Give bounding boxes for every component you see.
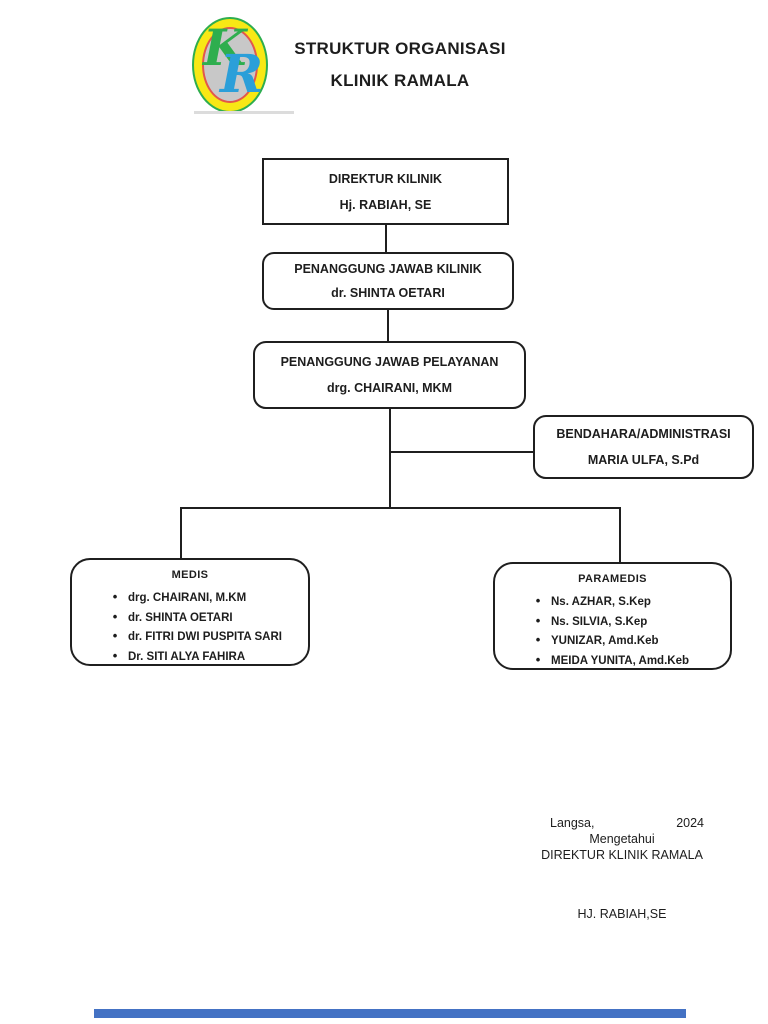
medis-member-list: drg. CHAIRANI, M.KM dr. SHINTA OETARI dr… <box>72 588 308 666</box>
list-item: dr. FITRI DWI PUSPITA SARI <box>102 627 308 647</box>
node-name: MARIA ULFA, S.Pd <box>587 453 700 467</box>
logo-letter-r: R <box>220 44 264 105</box>
connector-branch-to-bendahara <box>390 451 533 453</box>
clinic-logo-inner-ellipse <box>202 27 258 103</box>
place-label: Langsa, <box>550 816 595 830</box>
org-node-medis: MEDIS drg. CHAIRANI, M.KM dr. SHINTA OET… <box>70 558 310 666</box>
mengetahui-label: Mengetahui <box>589 832 655 846</box>
list-item: YUNIZAR, Amd.Keb <box>525 631 730 651</box>
list-item: Ns. AZHAR, S.Kep <box>525 592 730 612</box>
node-title: DIREKTUR KILINIK <box>328 171 443 186</box>
node-name: drg. CHAIRANI, MKM <box>327 381 452 395</box>
logo-shadow-line <box>194 111 294 114</box>
node-name: dr. SHINTA OETARI <box>331 286 445 300</box>
footer-accent-bar <box>94 1009 686 1018</box>
node-name: Hj. RABIAH, SE <box>339 197 432 212</box>
place-date-line: Langsa, 2024 <box>540 815 704 831</box>
connector-pjpelayanan-drop <box>389 409 391 509</box>
org-node-penanggung-jawab-pelayanan: PENANGGUNG JAWAB PELAYANAN drg. CHAIRANI… <box>253 341 526 409</box>
org-node-penanggung-jawab-klinik: PENANGGUNG JAWAB KILINIK dr. SHINTA OETA… <box>262 252 514 310</box>
list-item: Dr. SITI ALYA FAHIRA <box>102 647 308 667</box>
logo-letter-k: K <box>203 18 247 77</box>
connector-distribution-bar <box>180 507 621 509</box>
document-title-line1: STRUKTUR ORGANISASI <box>294 39 506 58</box>
connector-pjklinik-to-pjpelayanan <box>387 310 389 341</box>
document-title: STRUKTUR ORGANISASI KLINIK RAMALA <box>284 33 516 97</box>
group-title: PARAMEDIS <box>578 573 647 585</box>
document-title-line2: KLINIK RAMALA <box>330 71 470 90</box>
connector-to-medis <box>180 507 182 558</box>
signature-name: HJ. RABIAH,SE <box>577 907 667 921</box>
node-title: BENDAHARA/ADMINISTRASI <box>556 427 731 441</box>
list-item: MEIDA YUNITA, Amd.Keb <box>525 651 730 671</box>
jabatan-label: DIREKTUR KLINIK RAMALA <box>541 848 703 862</box>
list-item: Ns. SILVIA, S.Kep <box>525 612 730 632</box>
org-node-bendahara-administrasi: BENDAHARA/ADMINISTRASI MARIA ULFA, S.Pd <box>533 415 754 479</box>
group-title: MEDIS <box>171 569 209 581</box>
connector-to-paramedis <box>619 507 621 562</box>
org-node-direktur: DIREKTUR KILINIK Hj. RABIAH, SE <box>262 158 509 225</box>
year-label: 2024 <box>676 816 704 830</box>
node-title: PENANGGUNG JAWAB KILINIK <box>294 262 482 276</box>
list-item: drg. CHAIRANI, M.KM <box>102 588 308 608</box>
clinic-logo: K R <box>192 17 268 113</box>
node-title: PENANGGUNG JAWAB PELAYANAN <box>280 355 499 369</box>
signature-block: Langsa, 2024 Mengetahui DIREKTUR KLINIK … <box>540 815 704 863</box>
list-item: dr. SHINTA OETARI <box>102 608 308 628</box>
paramedis-member-list: Ns. AZHAR, S.Kep Ns. SILVIA, S.Kep YUNIZ… <box>495 592 730 670</box>
connector-direktur-to-pjklinik <box>385 225 387 252</box>
org-node-paramedis: PARAMEDIS Ns. AZHAR, S.Kep Ns. SILVIA, S… <box>493 562 732 670</box>
